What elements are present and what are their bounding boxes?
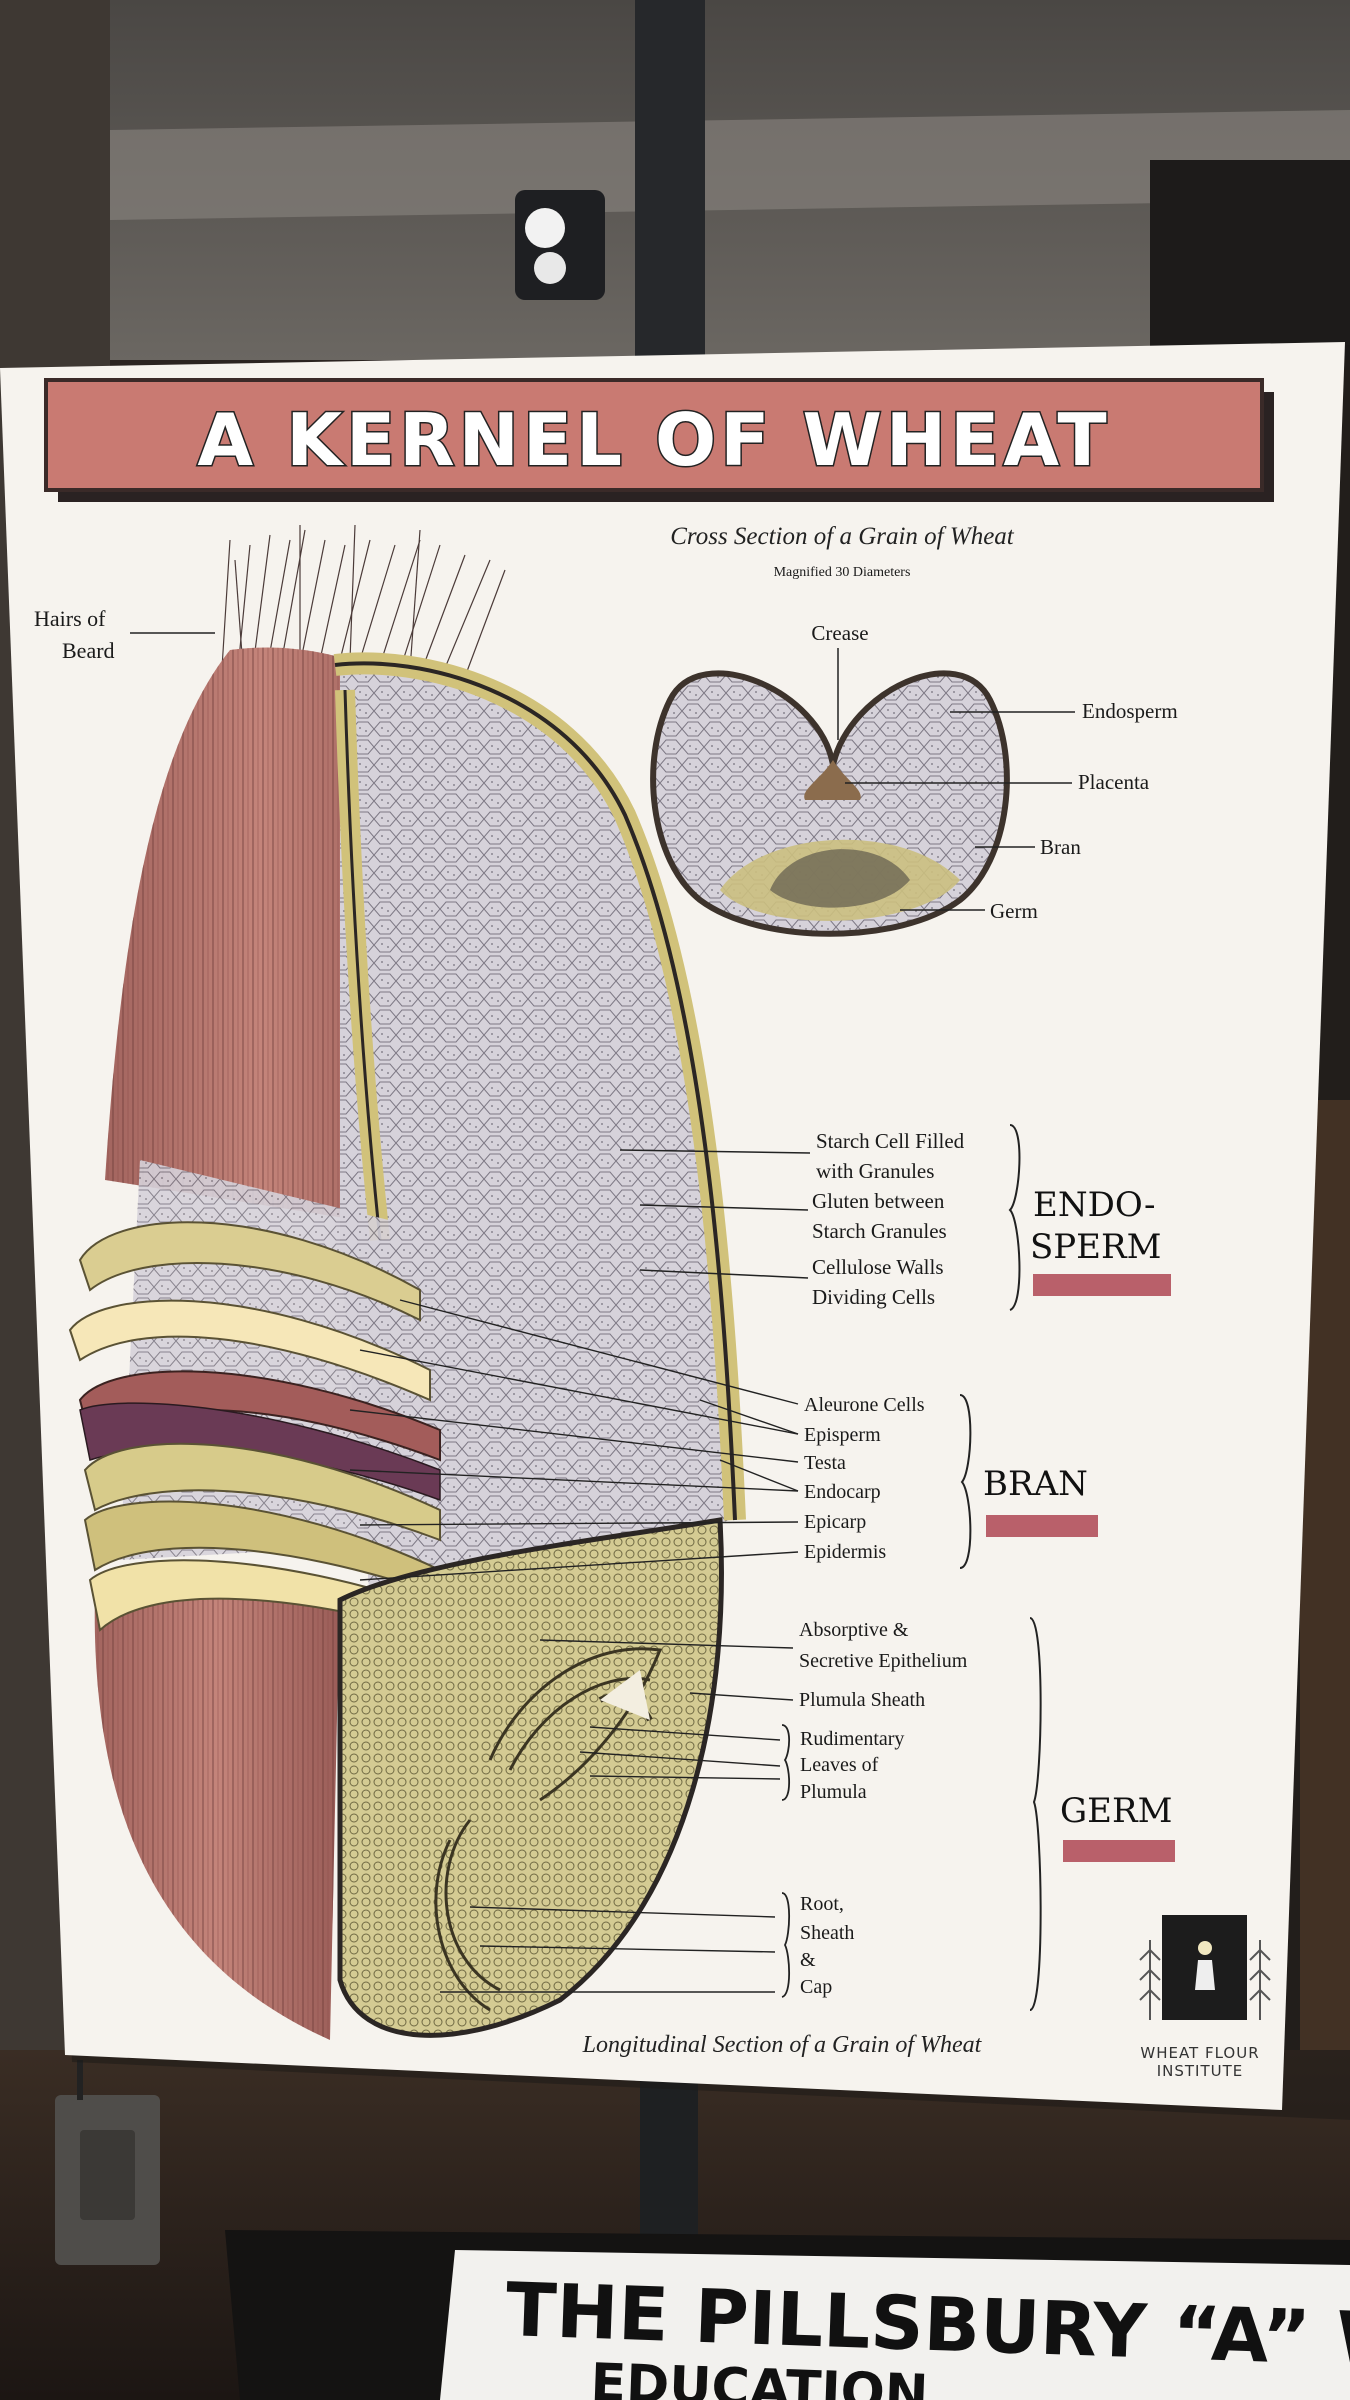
logo-line2: INSTITUTE [1157, 2062, 1244, 2080]
wheat-flour-institute-logo: WHEAT FLOUR INSTITUTE [1139, 1915, 1271, 2080]
electrical-box [55, 2060, 160, 2265]
germ-heading: GERM [1060, 1791, 1172, 1831]
germ-label-9: & [800, 1949, 816, 1971]
pillsbury-sign: THE PILLSBURY “A” WO EDUCATION [225, 2230, 1350, 2400]
longitudinal-section-illustration [68, 524, 746, 2040]
sign-face [440, 2250, 1350, 2400]
logo-line1: WHEAT FLOUR [1140, 2044, 1259, 2062]
title-band: A KERNEL OF WHEAT [44, 378, 1274, 502]
germ-label-1: Absorptive & [799, 1619, 909, 1641]
beard-label-line1: Hairs of [34, 606, 106, 631]
crease-fold [804, 700, 861, 800]
plumula-cavity [600, 1670, 650, 1720]
germ-label-5: Leaves of [800, 1754, 879, 1776]
endosperm-heading-2: SPERM [1030, 1227, 1161, 1267]
wheat-stalk-icon [1139, 1940, 1161, 2020]
endosperm-heading-1: ENDO- [1033, 1185, 1155, 1225]
germ-label-2: Secretive Epithelium [799, 1650, 968, 1672]
bran-label-5: Epicarp [804, 1511, 866, 1533]
germ-labels: Absorptive & Secretive Epithelium Plumul… [440, 1617, 1175, 2011]
endosperm-label: Endosperm [1082, 699, 1178, 723]
beard-label-line2: Beard [62, 638, 115, 663]
wheat-poster: A KERNEL OF WHEAT Cross Section of a Gra… [0, 342, 1350, 2120]
germ-label-7: Root, [800, 1893, 844, 1915]
germ-label-6: Plumula [800, 1781, 867, 1803]
bran-label-1: Aleurone Cells [804, 1394, 925, 1416]
bran-heading-bar [986, 1515, 1098, 1537]
germ-label-10: Cap [800, 1976, 832, 1998]
germ-label-3: Plumula Sheath [799, 1689, 925, 1711]
bran-label: Bran [1040, 835, 1081, 859]
support-pole [635, 0, 705, 380]
endosperm-label-2: with Granules [816, 1159, 934, 1183]
ceiling-beam [110, 110, 1350, 220]
germ-brace [1029, 1617, 1042, 2011]
bran-label-3: Testa [804, 1452, 846, 1474]
bran-label-2: Episperm [804, 1424, 881, 1446]
crease-label: Crease [811, 621, 868, 645]
endosperm-label-3: Gluten between [812, 1189, 945, 1213]
cross-section-illustration [650, 670, 1010, 937]
cross-section-caption: Cross Section of a Grain of Wheat [670, 523, 1015, 550]
germ-label-8: Sheath [800, 1922, 854, 1944]
spotlight-icon [515, 190, 605, 300]
bran-labels: Aleurone Cells Episperm Testa Endocarp E… [349, 1299, 1098, 1581]
lamp-icon [1195, 1960, 1215, 1990]
bran-heading: BRAN [983, 1464, 1088, 1504]
ceiling-shadow [1150, 160, 1350, 360]
endosperm-label-6: Dividing Cells [812, 1285, 935, 1309]
cross-section-labels: Crease Endosperm Placenta Bran Germ [811, 621, 1177, 923]
endosperm-label-1: Starch Cell Filled [816, 1129, 965, 1153]
endosperm-heading-bar [1033, 1274, 1171, 1296]
placenta-label: Placenta [1078, 770, 1150, 794]
poster-title: A KERNEL OF WHEAT [197, 398, 1110, 482]
peeled-bran-layers [68, 1221, 441, 1637]
germ-label: Germ [990, 899, 1038, 923]
longitudinal-caption: Longitudinal Section of a Grain of Wheat [582, 2032, 983, 2058]
germ-label-4: Rudimentary [800, 1728, 904, 1750]
endosperm-label-5: Cellulose Walls [812, 1255, 944, 1279]
endosperm-label-4: Starch Granules [812, 1219, 947, 1243]
magnification-caption: Magnified 30 Diameters [774, 565, 911, 580]
endosperm-brace [1008, 1124, 1021, 1311]
germ-heading-bar [1063, 1840, 1175, 1862]
bran-label-6: Epidermis [804, 1541, 886, 1563]
bran-label-4: Endocarp [804, 1481, 881, 1503]
bran-brace [959, 1394, 972, 1569]
endosperm-labels: Starch Cell Filled with Granules Gluten … [619, 1124, 1171, 1311]
